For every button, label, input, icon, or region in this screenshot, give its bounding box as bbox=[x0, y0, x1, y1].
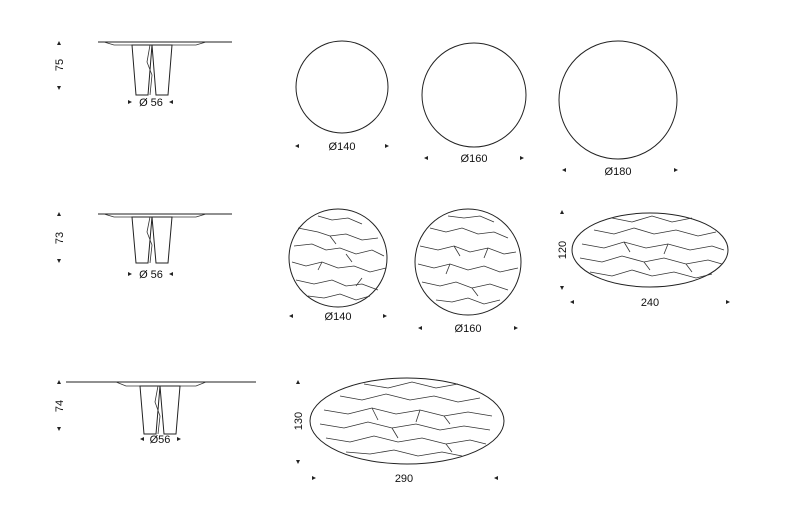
pedestal-left-half bbox=[139, 385, 161, 435]
pedestal-right-half bbox=[151, 44, 173, 96]
arrow-right-icon bbox=[514, 326, 518, 330]
height-dimension-row-3: 74 bbox=[54, 380, 66, 431]
oval-top-outline bbox=[309, 377, 505, 465]
base-diameter-label: Ø 56 bbox=[139, 269, 163, 281]
marble-veins bbox=[291, 215, 387, 301]
round-top-outline bbox=[295, 40, 389, 134]
base-diameter-label: Ø 56 bbox=[139, 97, 163, 109]
arrow-right-icon bbox=[383, 314, 387, 318]
arrow-up-icon bbox=[560, 210, 564, 214]
arrow-right-icon bbox=[385, 144, 389, 148]
top-veined-oval-290-row-3: 130 290 bbox=[293, 377, 505, 485]
round-top-outline bbox=[288, 208, 388, 308]
side-elevation-row-1 bbox=[98, 41, 232, 96]
top-round-140-row-1: Ø140 bbox=[295, 40, 389, 153]
row-1: 75 Ø 56 Ø140 Ø160 Ø180 bbox=[54, 40, 678, 178]
tabletop-underside bbox=[115, 381, 207, 387]
side-elevation-row-3 bbox=[66, 381, 256, 435]
top-veined-oval-240-row-2: 120 240 bbox=[557, 210, 730, 309]
arrow-down-icon bbox=[560, 286, 564, 290]
row-2: 73 Ø 56 Ø140 bbox=[54, 208, 730, 335]
top-size-label: Ø140 bbox=[325, 311, 352, 323]
top-depth-label: 120 bbox=[557, 241, 569, 259]
top-veined-round-140-row-2: Ø140 bbox=[288, 208, 388, 323]
arrow-up-icon bbox=[57, 212, 61, 216]
arrow-left-icon bbox=[289, 314, 293, 318]
arrow-right-icon bbox=[128, 100, 132, 104]
height-dimension-row-2: 73 bbox=[54, 212, 66, 263]
arrow-right-icon bbox=[520, 156, 524, 160]
top-size-label: Ø160 bbox=[461, 153, 488, 165]
pedestal-split-line bbox=[146, 216, 153, 264]
arrow-left-icon bbox=[418, 326, 422, 330]
arrow-down-icon bbox=[57, 86, 61, 90]
base-dimension-row-3: Ø56 bbox=[140, 434, 181, 446]
pedestal-left-half bbox=[131, 216, 153, 264]
pedestal-split-line bbox=[154, 385, 161, 435]
height-label: 74 bbox=[54, 400, 66, 412]
arrow-right-icon bbox=[674, 168, 678, 172]
height-dimension-row-1: 75 bbox=[54, 41, 66, 90]
arrow-left-icon bbox=[562, 168, 566, 172]
arrow-right-icon bbox=[726, 300, 730, 304]
top-depth-label: 130 bbox=[293, 412, 305, 430]
side-elevation-row-2 bbox=[98, 213, 232, 264]
round-top-outline bbox=[421, 42, 527, 148]
top-veined-round-160-row-2: Ø160 bbox=[414, 208, 522, 335]
round-top-outline bbox=[558, 40, 678, 160]
top-size-label: Ø160 bbox=[455, 323, 482, 335]
base-diameter-label: Ø56 bbox=[150, 434, 171, 446]
top-size-label: Ø140 bbox=[329, 141, 356, 153]
height-label: 75 bbox=[54, 59, 66, 71]
marble-veins bbox=[319, 381, 493, 457]
arrow-left-icon bbox=[424, 156, 428, 160]
base-dimension-row-1: Ø 56 bbox=[128, 97, 173, 109]
marble-veins bbox=[579, 215, 725, 279]
base-dimension-row-2: Ø 56 bbox=[128, 269, 173, 281]
arrow-left-icon bbox=[169, 100, 173, 104]
arrow-left-icon bbox=[140, 437, 144, 441]
arrow-right-icon bbox=[177, 437, 181, 441]
pedestal-left-half bbox=[131, 44, 153, 96]
top-round-180-row-1: Ø180 bbox=[558, 40, 678, 178]
top-round-160-row-1: Ø160 bbox=[421, 42, 527, 165]
arrow-down-icon bbox=[57, 259, 61, 263]
height-label: 73 bbox=[54, 232, 66, 244]
top-size-label: Ø180 bbox=[605, 166, 632, 178]
row-3: 74 Ø56 130 bbox=[54, 377, 505, 485]
arrow-up-icon bbox=[57, 41, 61, 45]
arrow-down-icon bbox=[296, 460, 300, 464]
arrow-down-icon bbox=[57, 427, 61, 431]
arrow-left-icon bbox=[570, 300, 574, 304]
pedestal-split-line bbox=[146, 44, 153, 96]
arrow-left-icon bbox=[494, 476, 498, 480]
top-size-label: 290 bbox=[395, 473, 413, 485]
marble-veins bbox=[417, 215, 519, 305]
arrow-up-icon bbox=[57, 380, 61, 384]
arrow-right-icon bbox=[128, 272, 132, 276]
arrow-left-icon bbox=[295, 144, 299, 148]
round-top-outline bbox=[414, 208, 522, 316]
pedestal-right-half bbox=[159, 385, 181, 435]
pedestal-right-half bbox=[151, 216, 173, 264]
arrow-left-icon bbox=[169, 272, 173, 276]
oval-top-outline bbox=[571, 212, 729, 288]
top-size-label: 240 bbox=[641, 297, 659, 309]
arrow-right-icon bbox=[312, 476, 316, 480]
arrow-up-icon bbox=[296, 380, 300, 384]
